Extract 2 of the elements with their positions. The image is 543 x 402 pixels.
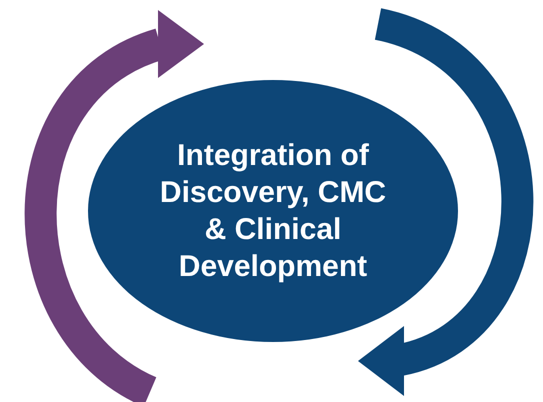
ellipse-label: Integration of Discovery, CMC & Clinical Development xyxy=(158,138,388,285)
center-ellipse xyxy=(88,80,458,342)
